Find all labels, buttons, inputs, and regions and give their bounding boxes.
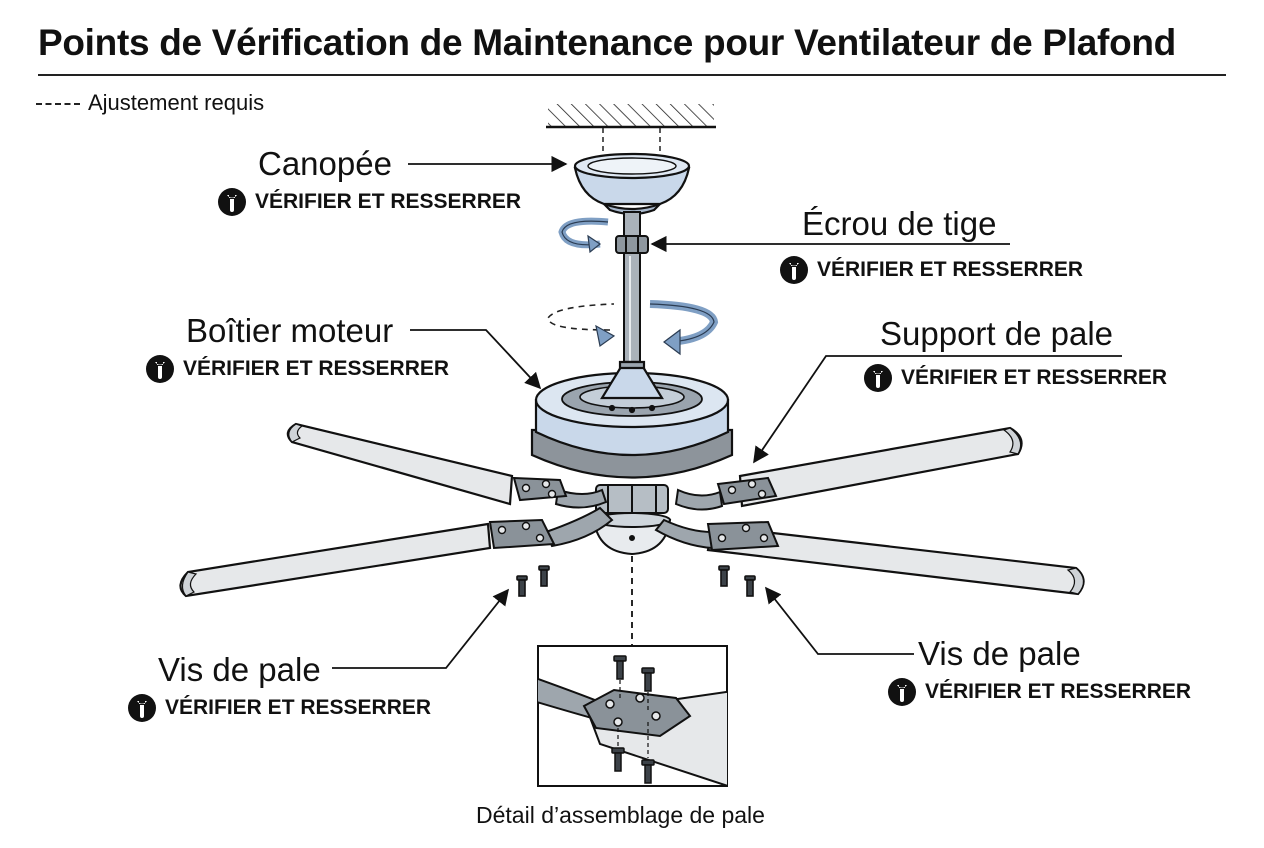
page-title: Points de Vérification de Maintenance po…	[38, 22, 1176, 63]
callout-motor-housing: Boîtier moteur VÉRIFIER ET RESSERRER	[146, 313, 449, 383]
callout-motor-housing-name: Boîtier moteur	[186, 312, 394, 349]
rotation-arrows	[547, 217, 719, 356]
legend-label: Ajustement requis	[88, 90, 265, 115]
callout-blade-screws-right-action: VÉRIFIER ET RESSERRER	[888, 678, 1191, 706]
leader-motor-housing	[410, 329, 542, 390]
fan-blades	[179, 422, 1085, 598]
leader-lines	[332, 155, 1122, 669]
blade-back-left	[286, 422, 514, 506]
leader-blade-screws-right	[764, 586, 914, 655]
canopy	[573, 152, 691, 216]
ceiling	[546, 104, 716, 158]
dashed-line-symbol	[36, 103, 80, 106]
callout-blade-screws-left-action: VÉRIFIER ET RESSERRER	[128, 694, 431, 722]
wrench-icon	[128, 694, 156, 722]
callout-canopy: Canopée VÉRIFIER ET RESSERRER	[218, 146, 521, 216]
title-underline	[38, 74, 1226, 76]
legend: Ajustement requis	[36, 90, 264, 116]
wrench-icon	[780, 256, 808, 284]
wrench-icon	[218, 188, 246, 216]
callout-blade-screws-right-name: Vis de pale	[918, 635, 1081, 672]
callout-blade-bracket-name: Support de pale	[880, 315, 1114, 352]
callout-blade-bracket-action: VÉRIFIER ET RESSERRER	[864, 364, 1167, 392]
wrench-icon	[888, 678, 916, 706]
callout-blade-bracket: Support de pale VÉRIFIER ET RESSERRER	[864, 316, 1167, 392]
motor-housing	[530, 360, 734, 479]
callout-downrod-nut-action: VÉRIFIER ET RESSERRER	[780, 256, 1083, 284]
callout-blade-screws-right: Vis de pale VÉRIFIER ET RESSERRER	[888, 636, 1191, 706]
blade-assembly-detail	[537, 645, 728, 787]
blade-brackets	[488, 476, 780, 552]
callout-blade-screws-left: Vis de pale VÉRIFIER ET RESSERRER	[128, 652, 431, 722]
callout-blade-screws-left-name: Vis de pale	[158, 651, 321, 688]
light-kit	[592, 484, 672, 556]
loose-blade-screws	[516, 565, 756, 597]
leader-blade-screws-left	[332, 588, 510, 669]
callout-canopy-name: Canopée	[258, 145, 392, 182]
callout-downrod-nut: Écrou de tige VÉRIFIER ET RESSERRER	[780, 206, 1083, 284]
detail-caption: Détail d’assemblage de pale	[476, 802, 765, 828]
blade-back-right	[738, 426, 1023, 508]
callout-downrod-nut-name: Écrou de tige	[802, 205, 997, 242]
blade-front-left	[179, 522, 492, 598]
wrench-icon	[146, 355, 174, 383]
callout-canopy-action: VÉRIFIER ET RESSERRER	[218, 188, 521, 216]
callout-motor-housing-action: VÉRIFIER ET RESSERRER	[146, 355, 449, 383]
leader-blade-bracket	[753, 355, 1122, 464]
downrod	[615, 211, 649, 366]
wrench-icon	[864, 364, 892, 392]
